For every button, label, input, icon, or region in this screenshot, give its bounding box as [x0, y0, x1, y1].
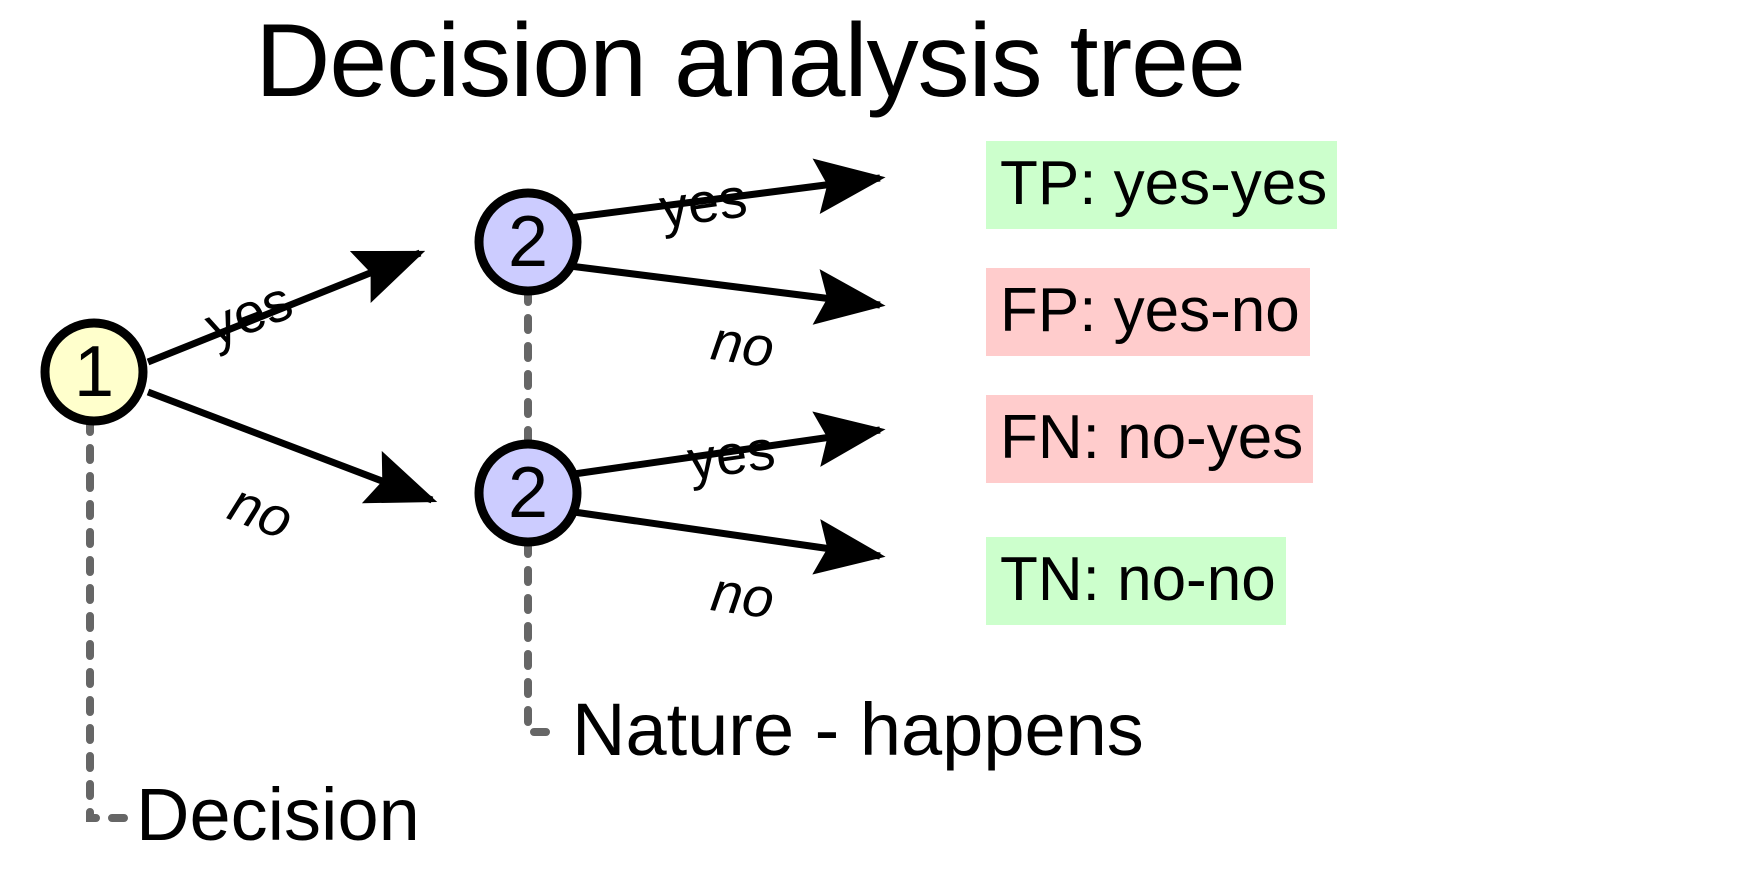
outcome-fn: FN: no-yes	[986, 395, 1314, 483]
annotation-decision: Decision	[136, 773, 420, 856]
node-chance-upper[interactable]	[474, 188, 582, 296]
edge-upper-yes	[537, 158, 886, 226]
node-root-label: 1	[73, 332, 115, 412]
leader-nature	[524, 286, 564, 736]
edge-root-yes	[146, 249, 426, 366]
edge-lower-no	[573, 508, 886, 575]
edge-lower-yes	[573, 411, 886, 478]
edge-upper-no	[537, 258, 886, 325]
edge-label-lower-yes: yes	[683, 417, 779, 492]
edge-root-no	[146, 388, 438, 504]
node-chance-lower-label: 2	[507, 453, 549, 533]
edge-label-lower-no: no	[707, 559, 779, 631]
node-chance-upper-label: 2	[507, 202, 549, 282]
node-chance-lower[interactable]	[474, 439, 582, 547]
annotation-nature: Nature - happens	[572, 688, 1144, 771]
page-title: Decision analysis tree	[255, 3, 1246, 119]
outcome-fp: FP: yes-no	[986, 268, 1310, 356]
outcome-tn: TN: no-no	[986, 537, 1286, 625]
edge-label-upper-yes: yes	[655, 165, 751, 240]
node-root[interactable]	[40, 318, 148, 426]
leader-decision	[86, 416, 132, 822]
edge-label-upper-no: no	[707, 308, 779, 380]
outcome-tp: TP: yes-yes	[986, 141, 1338, 229]
